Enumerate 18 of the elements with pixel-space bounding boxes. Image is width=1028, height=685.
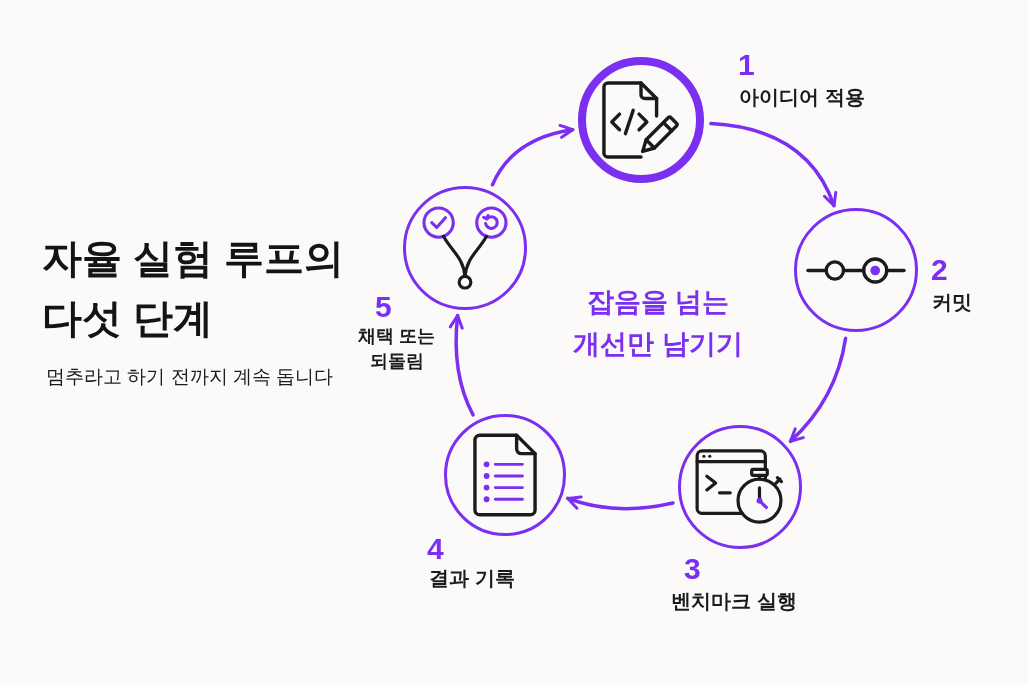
step-label: 벤치마크 실행 (671, 589, 797, 614)
curved-arrow (449, 313, 475, 417)
step-number: 2 (931, 255, 948, 285)
curved-arrow (788, 336, 848, 444)
step-number: 5 (375, 292, 392, 322)
step-label: 커밋 (932, 290, 972, 315)
curved-arrow (490, 124, 575, 187)
step-number: 4 (427, 534, 444, 564)
step-number: 1 (738, 50, 755, 80)
step-label: 아이디어 적용 (739, 85, 865, 110)
curved-arrow (566, 495, 675, 511)
step-number: 3 (684, 554, 701, 584)
step-label: 결과 기록 (429, 566, 515, 591)
curved-arrow (709, 121, 837, 208)
subtitle: 멈추라고 하기 전까지 계속 돕니다 (46, 365, 334, 389)
step-label: 채택 또는 되돌림 (357, 325, 437, 373)
center-caption: 잡음을 넘는 개선만 남기기 (572, 286, 744, 361)
title: 자율 실험 루프의 다섯 단계 (42, 235, 346, 342)
